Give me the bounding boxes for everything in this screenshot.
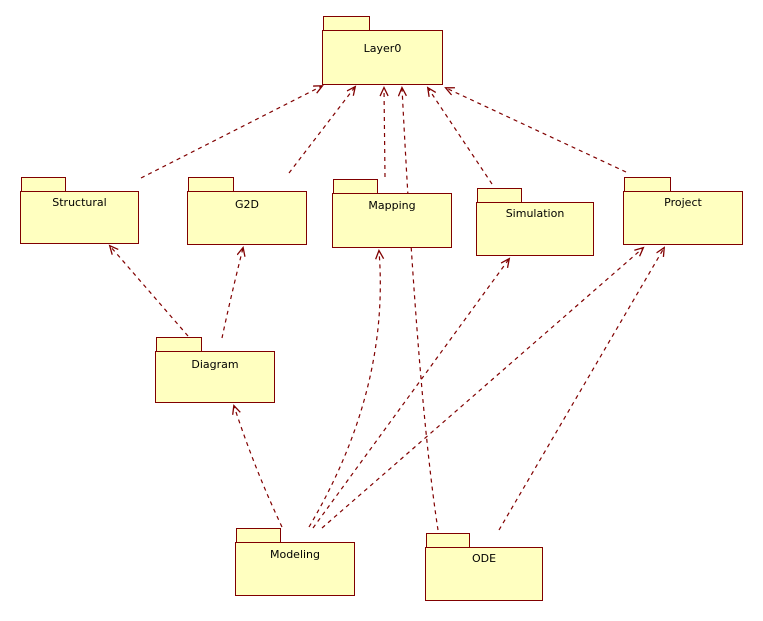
- package-body: [623, 191, 743, 245]
- package-tab: [624, 177, 671, 193]
- package-tab: [477, 188, 522, 204]
- package-tab: [236, 528, 281, 544]
- package-ode[interactable]: ODE: [425, 533, 543, 601]
- package-tab: [156, 337, 202, 353]
- package-label: ODE: [471, 552, 497, 565]
- package-label: Layer0: [363, 42, 402, 55]
- package-mapping[interactable]: Mapping: [332, 179, 452, 248]
- package-body: [155, 351, 275, 403]
- package-tab: [333, 179, 378, 195]
- package-tab: [21, 177, 66, 193]
- package-modeling[interactable]: Modeling: [235, 528, 355, 596]
- package-structural[interactable]: Structural: [20, 177, 139, 244]
- package-tab: [426, 533, 470, 549]
- package-project[interactable]: Project: [623, 177, 743, 245]
- package-tab: [323, 16, 370, 32]
- package-label: G2D: [235, 198, 259, 211]
- package-body: [235, 542, 355, 596]
- package-diagram[interactable]: Diagram: [155, 337, 275, 403]
- package-label: Project: [664, 196, 702, 209]
- package-label: Mapping: [368, 199, 416, 212]
- package-body: [322, 30, 443, 85]
- package-label: Modeling: [269, 548, 321, 561]
- package-label: Simulation: [505, 207, 565, 220]
- package-body: [20, 191, 139, 244]
- package-tab: [188, 177, 234, 193]
- package-g2d[interactable]: G2D: [187, 177, 307, 245]
- package-body: [332, 193, 452, 248]
- package-label: Diagram: [191, 358, 239, 371]
- package-layer0[interactable]: Layer0: [322, 16, 443, 85]
- package-label: Structural: [52, 196, 107, 209]
- package-simulation[interactable]: Simulation: [476, 188, 594, 256]
- package-body: [187, 191, 307, 245]
- package-body: [476, 202, 594, 256]
- package-body: [425, 547, 543, 601]
